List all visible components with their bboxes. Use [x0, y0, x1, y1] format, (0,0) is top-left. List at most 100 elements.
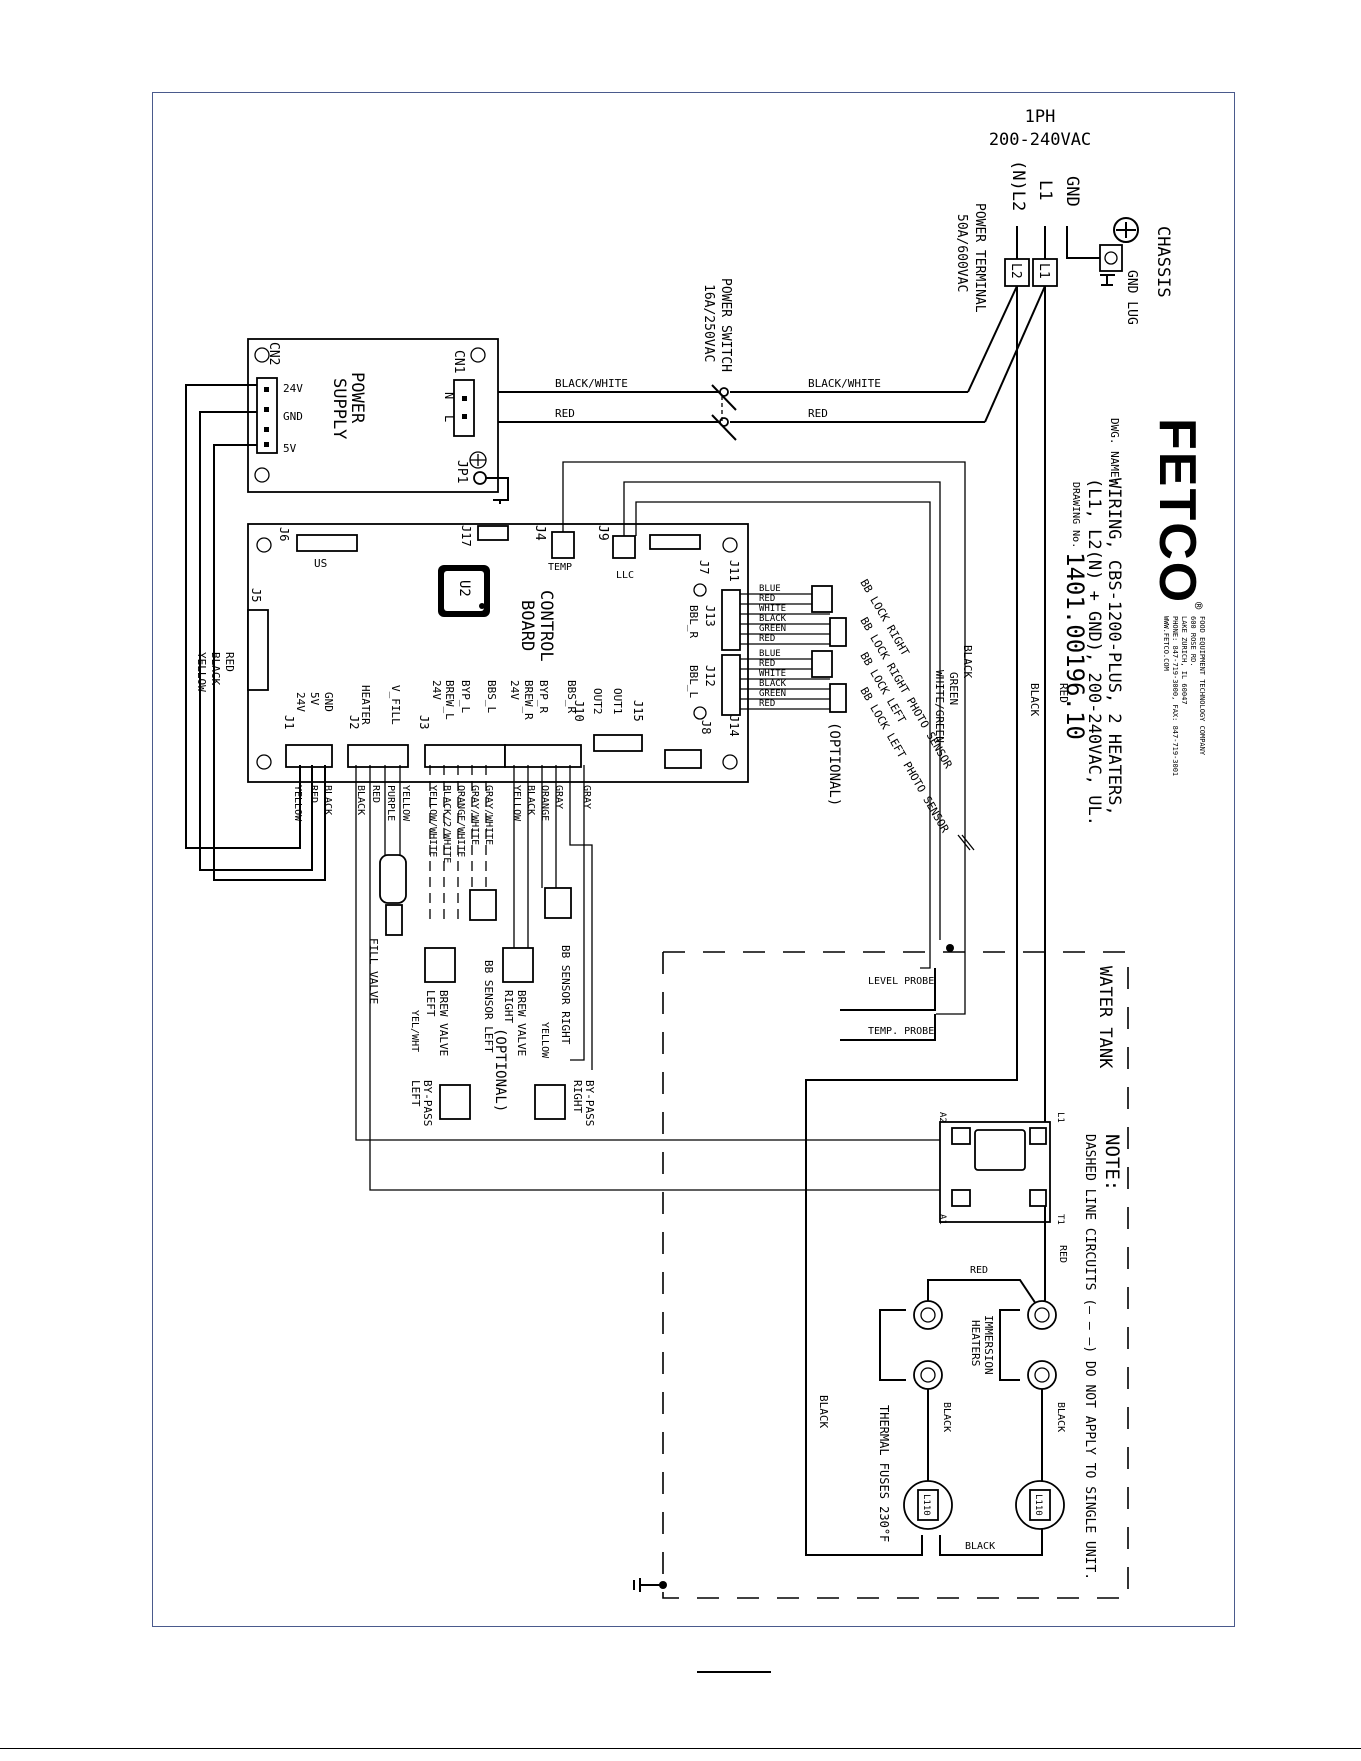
ps-5v-label: 5V	[283, 442, 297, 455]
wire-label-red-j1: RED	[223, 652, 236, 672]
j1-pin-5v: 5V	[308, 692, 321, 706]
bb-sensor-left	[469, 889, 497, 921]
ps-jp1-label: JP1	[454, 460, 469, 483]
tank-red-label-jumper: RED	[970, 1265, 988, 1276]
tank-black-label-right: BLACK	[1055, 1402, 1066, 1432]
wire-black-l2	[805, 286, 1018, 1556]
j2-label: J2	[347, 715, 361, 729]
j15-connector	[593, 734, 643, 752]
wire-red-terminal	[984, 285, 1046, 423]
j3-pin-bbs-l: BBS_L	[485, 680, 498, 713]
ssr-window	[974, 1129, 1026, 1171]
svg-text:WHITE: WHITE	[759, 604, 786, 614]
temp-probe-label: TEMP. PROBE	[868, 1026, 934, 1037]
level-probe-label: LEVEL PROBE	[868, 976, 934, 987]
bb-optional-label: (OPTIONAL)	[826, 722, 842, 806]
wire-black-gnd	[199, 411, 313, 871]
j10-pin-byp-r: BYP_R	[537, 680, 550, 713]
fill-valve	[379, 854, 407, 904]
ground-icon	[1113, 217, 1139, 243]
j3-connector	[424, 744, 506, 768]
fill-valve-label: FILL VALVE	[367, 938, 380, 1004]
ps-board-wires: YELLOW BLACK RED	[185, 384, 326, 881]
bbl-l-label: BBL_L	[687, 665, 700, 698]
j10-pin-24v: 24V	[508, 680, 521, 700]
ssr-a1-label: A1	[937, 1214, 947, 1225]
j3-label: J3	[417, 715, 431, 729]
wire-black-white-terminal	[967, 285, 1018, 393]
bb-lock-right-solenoid	[811, 585, 833, 613]
j9-connector	[612, 535, 636, 559]
j2-pin-vfill: V_FILL	[389, 685, 402, 725]
wire-green-level	[623, 481, 941, 940]
note-text: DASHED LINE CIRCUITS (— — —) DO NOT APPL…	[1082, 1134, 1097, 1580]
page-number-rule	[697, 1671, 771, 1673]
svg-text:BLACK: BLACK	[355, 785, 366, 815]
wire-label-black-l2: BLACK	[1028, 683, 1041, 716]
j5-label: J5	[249, 588, 263, 602]
j7-connector	[649, 534, 701, 550]
terminal-label: POWER TERMINAL	[972, 203, 987, 313]
brew-valve-right	[502, 947, 534, 983]
heater-bottom-right	[913, 1360, 943, 1390]
wire-label-black-probe: BLACK	[961, 645, 974, 678]
j17-connector	[477, 525, 509, 541]
yellow-label: YELLOW	[539, 1022, 550, 1059]
brew-valve-left	[424, 947, 456, 983]
ps-chassis-ground	[486, 477, 509, 504]
tank-red-label-t1: RED	[1057, 1245, 1068, 1263]
brand-company: FOOD EQUIPMENT TECHNOLOGY COMPANY	[1198, 616, 1206, 756]
j3-pin-brew-l: BREW_L	[443, 680, 456, 720]
fill-valve-body	[385, 904, 403, 936]
note-title: NOTE:	[1101, 1134, 1123, 1191]
tank-ground-icon	[633, 1578, 663, 1592]
ps-gnd-label: GND	[283, 410, 303, 423]
j8-label: J8	[699, 720, 713, 734]
brand-addr2: LAKE ZURICH, IL 60047	[1180, 616, 1188, 705]
fuse2-label: L110	[921, 1494, 931, 1516]
wire-label-black-j1: BLACK	[209, 652, 222, 685]
svg-text:ORANGE/WHITE: ORANGE/WHITE	[455, 785, 466, 857]
svg-text:GRAY/WHITE: GRAY/WHITE	[469, 785, 480, 845]
supply-l1-label: L1	[1035, 180, 1055, 200]
power-switch-label: POWER SWITCH	[718, 278, 733, 372]
j10-connector	[504, 744, 582, 768]
power-supply: POWER SUPPLY CN1 N L CN2 24V GND 5V JP1	[247, 338, 509, 504]
j8-connector	[664, 749, 702, 769]
j10-pin-brew-r: BREW_R	[522, 680, 535, 720]
svg-text:YELLOW: YELLOW	[292, 785, 303, 822]
out2-label: OUT2	[591, 688, 604, 715]
bypass-left-label1: BY-PASS	[421, 1080, 434, 1126]
bb-photo-left-sensor	[829, 683, 847, 713]
ps-cn2-connector	[256, 377, 278, 454]
j17-label: J17	[459, 525, 473, 547]
bb-sensor-right-label: BB SENSOR RIGHT	[559, 945, 572, 1045]
svg-text:RED: RED	[759, 659, 775, 669]
wire-label-green-probe: GREEN	[947, 672, 960, 705]
j9-label: J9	[595, 525, 610, 541]
terminal-rating: 50A/600VAC	[954, 214, 969, 292]
svg-text:GRAY: GRAY	[553, 785, 564, 809]
terminal-l1-label: L1	[1036, 263, 1051, 279]
tank-black-label-left: BLACK	[941, 1402, 952, 1432]
tank-black-label-fuse: BLACK	[965, 1541, 995, 1552]
wire-yellow-24v	[185, 384, 301, 849]
j2-pin-heater: HEATER	[359, 685, 372, 725]
wire-label-red-l1: RED	[1057, 683, 1070, 703]
water-tank: WATER TANK NOTE: DASHED LINE CIRCUITS (—…	[633, 951, 1129, 1599]
svg-text:BLUE: BLUE	[759, 649, 781, 659]
svg-text:YELLOW: YELLOW	[511, 785, 522, 822]
terminal-l2-label: L2	[1008, 263, 1023, 279]
brew-valve-left-label1: BREW VALVE	[437, 990, 450, 1056]
ps-cn1-connector	[453, 379, 475, 437]
ps-cn2-label: CN2	[266, 342, 281, 365]
svg-text:BLACK: BLACK	[525, 785, 536, 815]
brew-valve-right-label1: BREW VALVE	[515, 990, 528, 1056]
svg-text:WHITE: WHITE	[759, 669, 786, 679]
title-block: FETCO ® FOOD EQUIPMENT TECHNOLOGY COMPAN…	[1061, 418, 1206, 826]
control-board: CONTROL BOARD U2 J6 US J17 J4 TEMP J9 LL…	[247, 523, 749, 783]
j14-label: J14	[727, 715, 741, 737]
bb-right-wires: BLUE RED WHITE BLACK GREEN RED	[740, 584, 830, 645]
power-terminal: L2 L1 POWER TERMINAL 50A/600VAC	[954, 203, 1058, 313]
bypass-left-label2: LEFT	[409, 1080, 422, 1107]
